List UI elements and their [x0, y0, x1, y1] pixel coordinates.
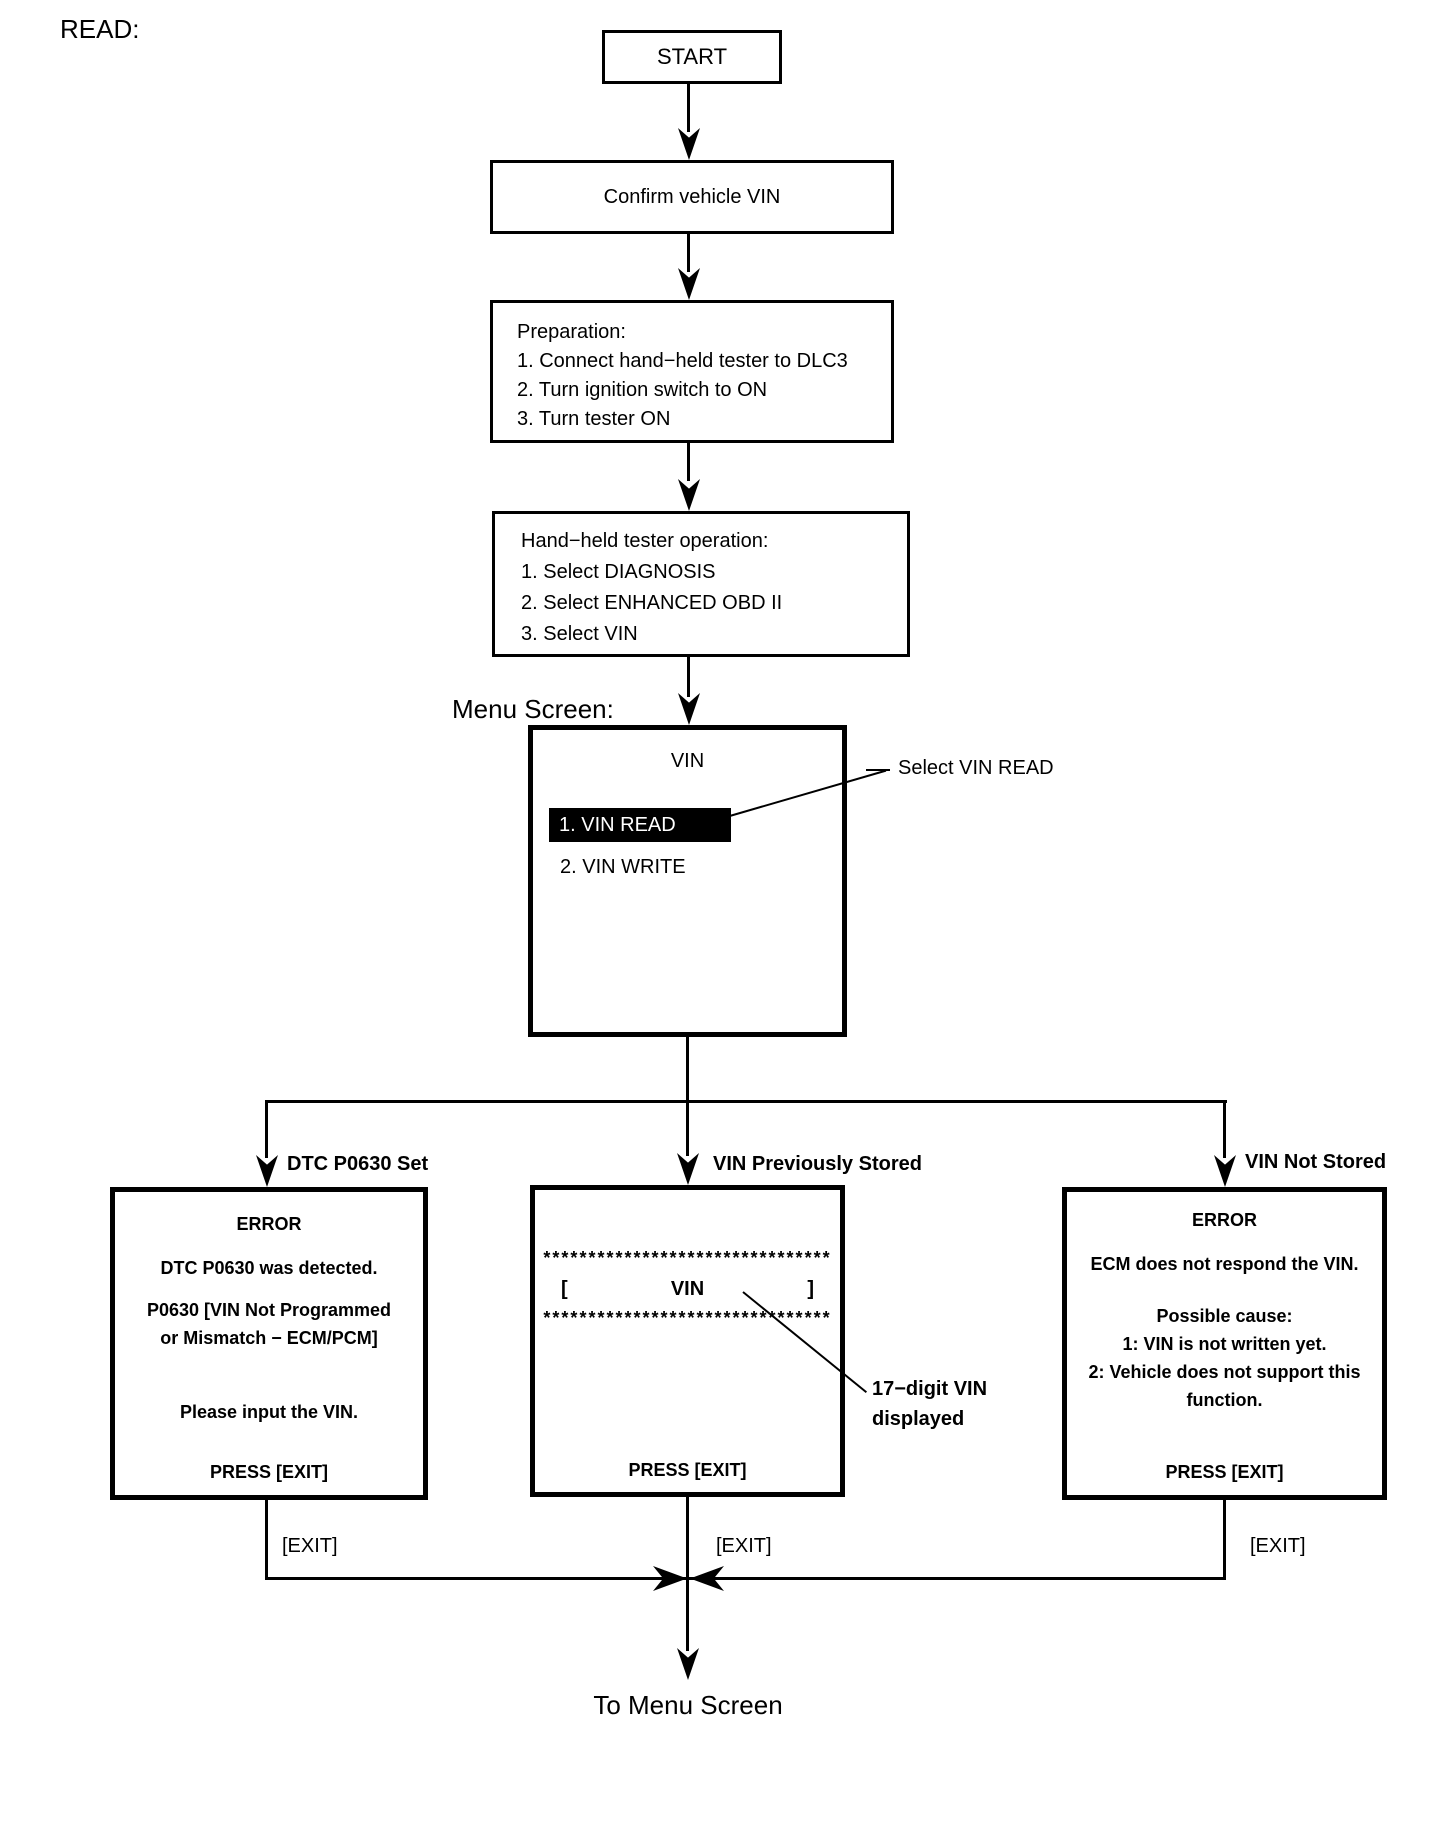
arrow-down-icon — [677, 1648, 699, 1680]
vin-menu-box: VIN 1. VIN READ 2. VIN WRITE — [528, 725, 847, 1037]
annotation-line — [866, 769, 890, 771]
error-title: ERROR — [236, 1214, 302, 1234]
exit-label-left: [EXIT] — [282, 1535, 338, 1557]
error-title: ERROR — [1191, 1210, 1257, 1230]
connector-line — [686, 1497, 689, 1580]
arrow-down-icon — [677, 1153, 699, 1185]
error-text: P0630 [VIN Not Programmed — [146, 1300, 392, 1320]
preparation-step: 2. Turn ignition switch to ON — [517, 379, 768, 401]
arrow-down-icon — [1214, 1155, 1236, 1187]
confirm-vin-box: Confirm vehicle VIN — [490, 160, 894, 234]
press-exit-label: PRESS [EXIT] — [628, 1460, 747, 1480]
vin-display-label: VIN — [670, 1278, 705, 1300]
connector-line — [687, 84, 690, 132]
vin-display-box: ******************************** [ VIN ]… — [530, 1185, 845, 1497]
to-menu-screen-label: To Menu Screen — [593, 1690, 783, 1720]
tester-operation-step: 2. Select ENHANCED OBD II — [521, 592, 783, 614]
error-text: 2: Vehicle does not support this — [1088, 1362, 1361, 1382]
connector-line — [687, 443, 690, 481]
dtc-error-box: ERROR DTC P0630 was detected. P0630 [VIN… — [110, 1187, 428, 1500]
press-exit-label: PRESS [EXIT] — [209, 1462, 329, 1482]
connector-line — [265, 1500, 268, 1580]
tester-operation-step: 1. Select DIAGNOSIS — [521, 561, 716, 583]
arrow-down-icon — [256, 1155, 278, 1187]
error-text: DTC P0630 was detected. — [160, 1258, 378, 1278]
preparation-step: 3. Turn tester ON — [517, 408, 671, 430]
press-exit-label: PRESS [EXIT] — [1165, 1462, 1284, 1482]
read-label: READ: — [60, 14, 140, 44]
confirm-vin-label: Confirm vehicle VIN — [603, 185, 781, 208]
branch-label-vin-not-stored: VIN Not Stored — [1245, 1151, 1387, 1173]
preparation-title: Preparation: — [517, 321, 626, 343]
tester-operation-box: Hand−held tester operation: 1. Select DI… — [492, 511, 910, 657]
connector-line — [686, 1579, 689, 1651]
tester-operation-step: 3. Select VIN — [521, 623, 638, 645]
connector-line — [1223, 1500, 1226, 1580]
vin-menu-title: VIN — [670, 750, 705, 772]
ecm-error-box: ERROR ECM does not respond the VIN. Poss… — [1062, 1187, 1387, 1500]
star-row: ******************************** — [543, 1248, 832, 1268]
connector-line — [687, 657, 690, 697]
star-row: ******************************** — [543, 1308, 832, 1328]
branch-label-vin-stored: VIN Previously Stored — [713, 1153, 922, 1175]
menu-item-vin-read: 1. VIN READ — [549, 808, 731, 842]
error-text: or Mismatch − ECM/PCM] — [160, 1328, 378, 1348]
connector-line — [265, 1100, 268, 1158]
start-label: START — [656, 44, 728, 69]
menu-item-vin-write: 2. VIN WRITE — [560, 856, 686, 878]
converge-line — [265, 1577, 1226, 1580]
preparation-step: 1. Connect hand−held tester to DLC3 — [517, 350, 848, 372]
start-box: START — [602, 30, 782, 84]
connector-line — [686, 1100, 689, 1156]
arrow-down-icon — [678, 268, 700, 300]
arrow-down-icon — [678, 128, 700, 160]
arrow-down-icon — [678, 693, 700, 725]
error-text: function. — [1186, 1390, 1263, 1410]
exit-label-right: [EXIT] — [1250, 1535, 1306, 1557]
branch-split-line — [265, 1100, 1227, 1103]
error-text: Please input the VIN. — [179, 1402, 359, 1422]
bracket-open: [ — [561, 1278, 568, 1300]
connector-line — [686, 1037, 689, 1103]
exit-label-middle: [EXIT] — [716, 1535, 772, 1557]
connector-line — [687, 234, 690, 272]
vin-annotation-line1: 17−digit VIN — [872, 1378, 988, 1400]
menu-screen-label: Menu Screen: — [452, 694, 614, 724]
branch-label-dtc-set: DTC P0630 Set — [287, 1153, 429, 1175]
error-text: Possible cause: — [1156, 1306, 1293, 1326]
arrow-down-icon — [678, 479, 700, 511]
error-text: ECM does not respond the VIN. — [1090, 1254, 1359, 1274]
connector-line — [1223, 1100, 1226, 1158]
preparation-box: Preparation: 1. Connect hand−held tester… — [490, 300, 894, 443]
vin-annotation-line2: displayed — [872, 1408, 965, 1430]
error-text: 1: VIN is not written yet. — [1122, 1334, 1327, 1354]
tester-operation-title: Hand−held tester operation: — [521, 530, 769, 552]
vin-display-row: [ VIN ] — [535, 1278, 840, 1301]
bracket-close: ] — [807, 1278, 814, 1300]
select-vin-read-label: Select VIN READ — [898, 757, 1054, 779]
